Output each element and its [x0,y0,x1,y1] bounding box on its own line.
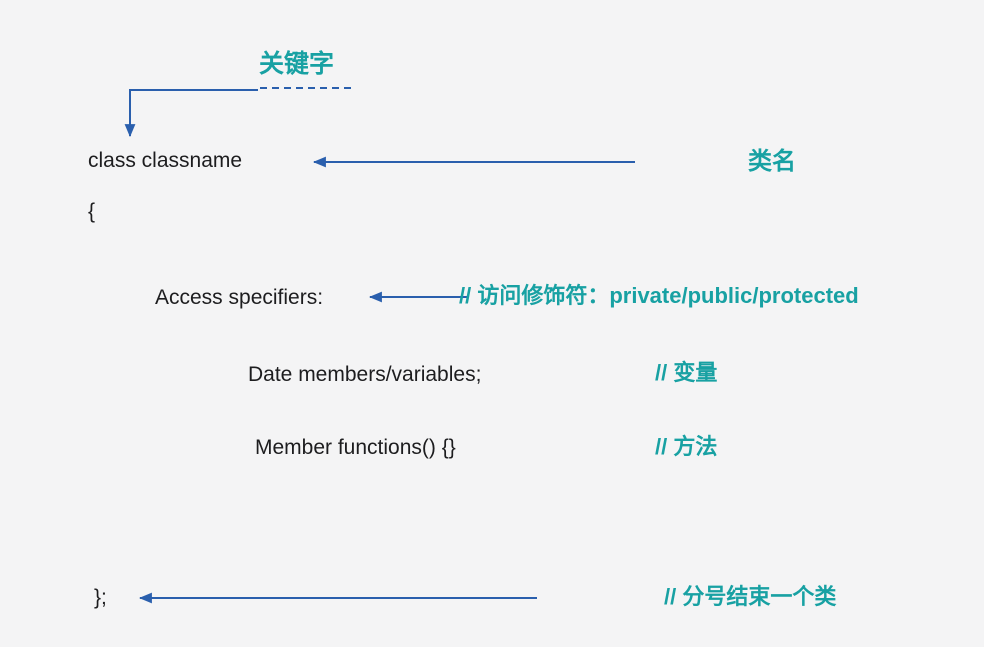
close-brace: }; [94,586,107,609]
open-brace: { [88,200,96,223]
keyword-connector-arrow [124,89,258,138]
keyword-label: 关键字 [259,50,335,78]
member-functions-comment: // 方法 [655,434,718,459]
data-members-code: Date members/variables; [248,363,482,386]
close-brace-comment: // 分号结束一个类 [664,584,837,609]
access-specifiers-comment: // 访问修饰符：private/public/protected [459,283,859,308]
member-functions-code: Member functions() {} [255,436,456,459]
class-declaration: class classname [88,149,243,172]
access-specifiers-code: Access specifiers: [155,286,324,309]
class-name-label: 类名 [748,148,796,175]
data-members-comment: // 变量 [655,360,718,385]
